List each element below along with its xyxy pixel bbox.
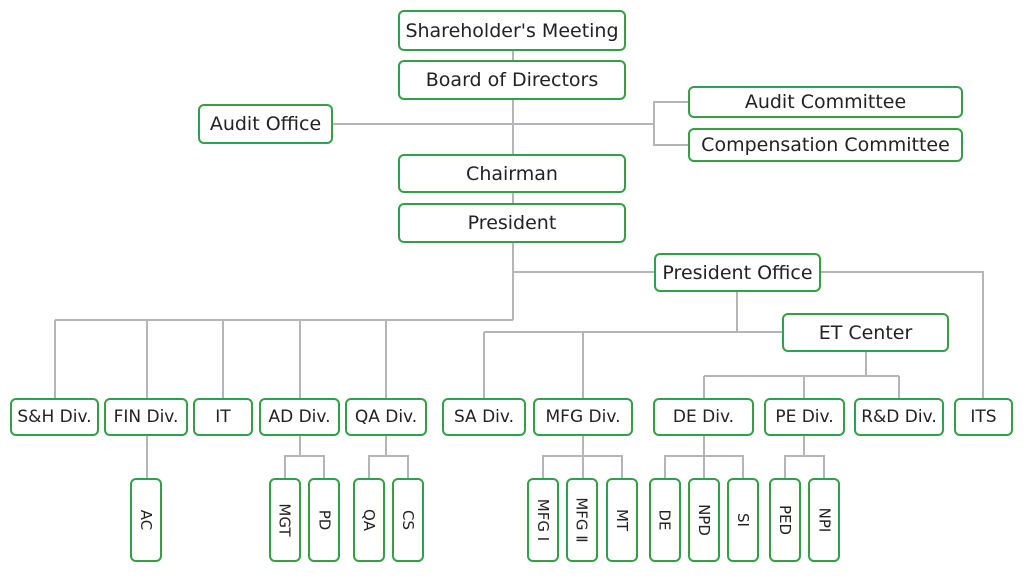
node-unit-ac: AC — [130, 478, 162, 562]
node-unit-pd: PD — [308, 478, 340, 562]
line-pe-bus — [784, 455, 825, 478]
node-unit-qa: QA — [353, 478, 385, 562]
node-pe-div: PE Div. — [764, 398, 845, 436]
node-unit-mgt: MGT — [269, 478, 301, 562]
node-qa-div: QA Div. — [345, 398, 427, 436]
node-rd-div: R&D Div. — [854, 398, 944, 436]
line-ad-bus — [284, 455, 325, 478]
node-sa-div: SA Div. — [442, 398, 526, 436]
line-qa-bus — [368, 455, 409, 478]
line-de-bus — [664, 455, 744, 478]
node-unit-si: SI — [727, 478, 759, 562]
node-compensation-committee: Compensation Committee — [688, 128, 963, 162]
node-ad-div: AD Div. — [259, 398, 340, 436]
node-unit-npd: NPD — [688, 478, 720, 562]
line-committee-bracket — [653, 101, 688, 146]
node-et-center: ET Center — [782, 313, 949, 352]
node-chairman: Chairman — [398, 154, 626, 193]
node-it: IT — [193, 398, 253, 436]
node-mfg-div: MFG Div. — [533, 398, 633, 436]
node-unit-cs: CS — [392, 478, 424, 562]
node-de-div: DE Div. — [653, 398, 754, 436]
node-president-office: President Office — [654, 253, 821, 292]
node-shareholders-meeting: Shareholder's Meeting — [398, 10, 626, 51]
node-unit-mfg1: MFG Ⅰ — [527, 478, 559, 562]
node-audit-office: Audit Office — [198, 104, 333, 144]
node-unit-ped: PED — [769, 478, 801, 562]
node-its: ITS — [954, 398, 1013, 436]
node-unit-npi: NPI — [808, 478, 840, 562]
node-unit-mfg2: MFG Ⅱ — [566, 478, 598, 562]
node-sh-div: S&H Div. — [10, 398, 99, 436]
node-unit-de: DE — [649, 478, 681, 562]
node-president: President — [398, 203, 626, 243]
node-fin-div: FIN Div. — [104, 398, 188, 436]
node-unit-mt: MT — [606, 478, 638, 562]
line-mfg-bus — [542, 455, 623, 478]
line-its — [821, 271, 984, 398]
node-audit-committee: Audit Committee — [688, 86, 963, 118]
node-board-of-directors: Board of Directors — [398, 60, 626, 100]
